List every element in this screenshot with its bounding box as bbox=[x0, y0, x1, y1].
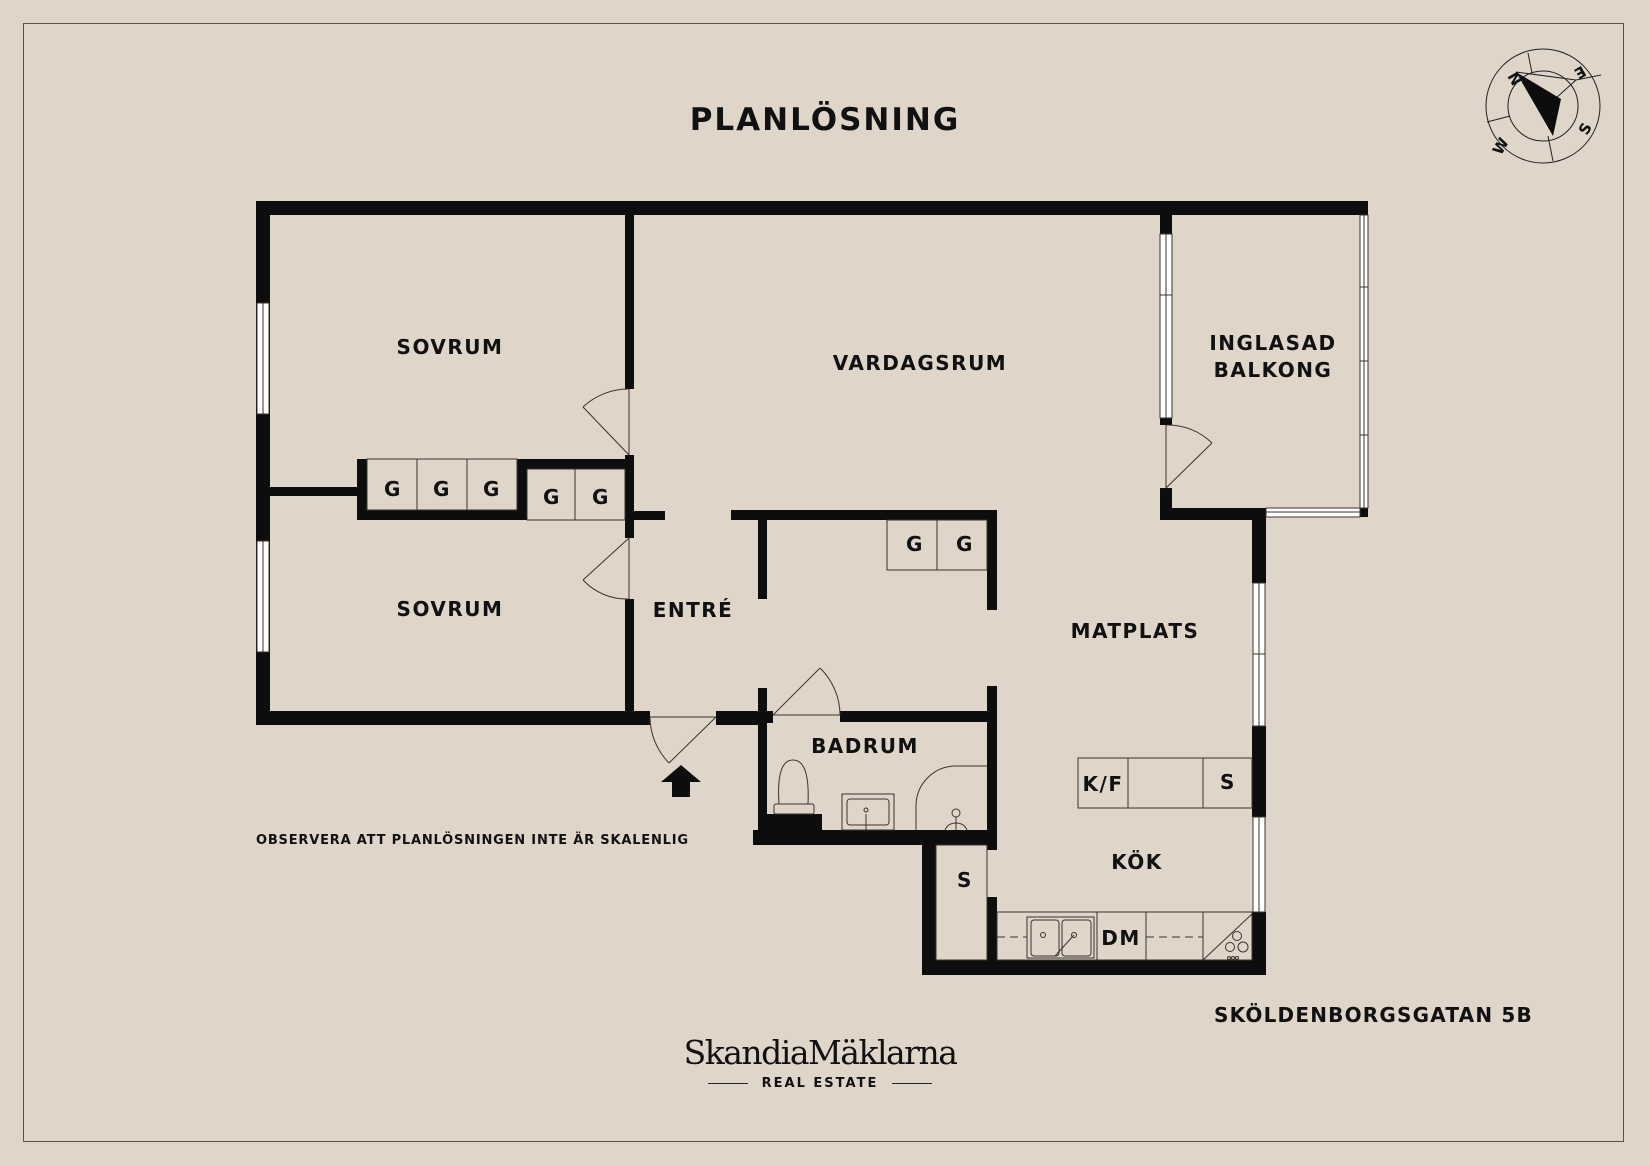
closet-s-label: S bbox=[957, 868, 973, 892]
stove-diagonal bbox=[1202, 913, 1253, 961]
logo-sub-text: REAL ESTATE bbox=[761, 1076, 879, 1091]
dishwasher-label: DM bbox=[1101, 926, 1141, 950]
logo-subtitle: REAL ESTATE bbox=[660, 1076, 980, 1091]
walls bbox=[256, 201, 1368, 975]
room-label-balkong-line1: INGLASAD bbox=[1209, 331, 1336, 355]
shower-icon bbox=[915, 765, 987, 830]
kitchen-island-counter bbox=[1077, 757, 1253, 809]
room-label-sovrum-2: SOVRUM bbox=[397, 597, 504, 621]
room-label-entre: ENTRÉ bbox=[653, 598, 734, 622]
wardrobe-label: G bbox=[433, 477, 451, 501]
logo-divider bbox=[892, 1082, 933, 1085]
wardrobe-label: G bbox=[956, 532, 974, 556]
logo-divider bbox=[707, 1082, 748, 1085]
closet-s bbox=[935, 844, 988, 961]
wardrobes bbox=[366, 458, 988, 571]
room-label-balkong-line2: BALKONG bbox=[1214, 358, 1333, 382]
room-label-badrum: BADRUM bbox=[811, 734, 919, 758]
address: SKÖLDENBORGSGATAN 5B bbox=[1214, 1003, 1533, 1027]
wardrobe-label: G bbox=[384, 477, 402, 501]
kitchen-counter bbox=[996, 911, 1253, 961]
room-label-matplats: MATPLATS bbox=[1071, 619, 1200, 643]
wardrobe-label: G bbox=[483, 477, 501, 501]
page-frame bbox=[23, 23, 1624, 1142]
room-label-vardagsrum: VARDAGSRUM bbox=[833, 351, 1007, 375]
windows bbox=[256, 214, 1369, 913]
sink-icon bbox=[846, 798, 890, 826]
scale-disclaimer: OBSERVERA ATT PLANLÖSNINGEN INTE ÄR SKAL… bbox=[256, 833, 689, 848]
cabinet-s-label: S bbox=[1220, 770, 1236, 794]
compass-icon: N E S W bbox=[1485, 48, 1602, 164]
page-title: PLANLÖSNING bbox=[689, 102, 961, 138]
brand-logo: SkandiaMäklarna REAL ESTATE bbox=[660, 1033, 980, 1091]
bathroom-fixtures bbox=[773, 759, 987, 831]
logo-name: SkandiaMäklarna bbox=[683, 1033, 958, 1072]
entrance-arrow-icon bbox=[661, 765, 701, 797]
room-label-kok: KÖK bbox=[1111, 850, 1163, 874]
doors bbox=[582, 388, 1213, 764]
room-label-sovrum-1: SOVRUM bbox=[397, 335, 504, 359]
sink-icon bbox=[1030, 919, 1060, 957]
wardrobe-label: G bbox=[543, 485, 561, 509]
kitchen-fixtures bbox=[935, 757, 1253, 961]
wardrobe-label: G bbox=[906, 532, 924, 556]
toilet-icon bbox=[778, 759, 809, 805]
fridge-freezer-label: K/F bbox=[1083, 772, 1124, 796]
stove-icon bbox=[1232, 931, 1242, 941]
wardrobe-label: G bbox=[592, 485, 610, 509]
